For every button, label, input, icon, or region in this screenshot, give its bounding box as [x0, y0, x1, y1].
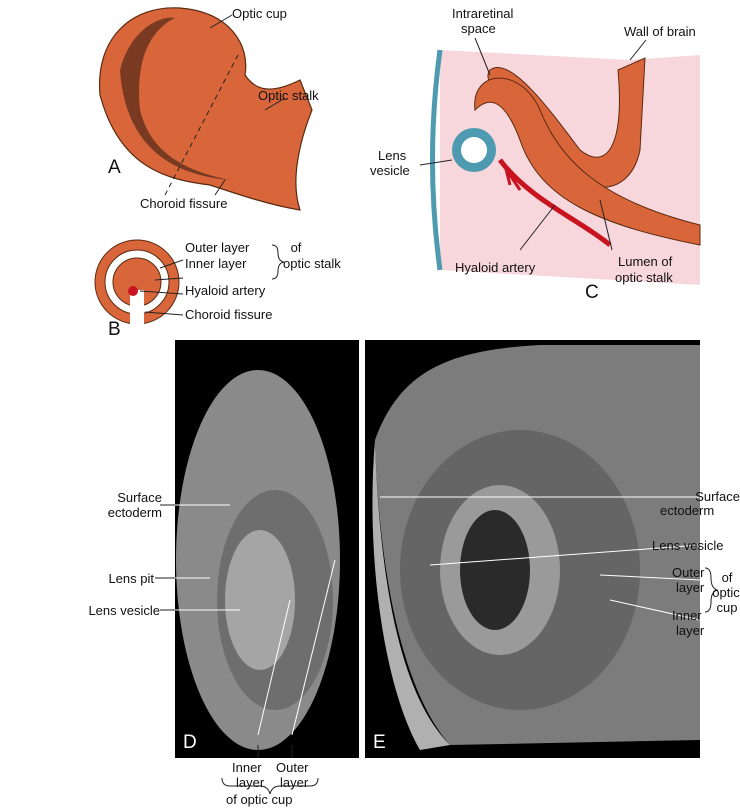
panel-label-e: E: [373, 732, 386, 753]
label-outer-d-1: Outer: [276, 760, 309, 775]
label-inner-e-2: layer: [676, 623, 705, 638]
optic-cup-drawing: [98, 7, 313, 211]
label-lens-pit: Lens pit: [108, 571, 154, 586]
label-of-e-2: optic: [712, 585, 740, 600]
label-inner-e-1: Inner: [672, 608, 702, 623]
label-of-optic-cup-d: of optic cup: [226, 792, 293, 807]
label-of: of: [290, 240, 302, 255]
label-lens-vesicle-e: Lens vesicle: [652, 538, 724, 553]
label-outer-e-1: Outer: [672, 565, 705, 580]
label-outer-d-2: layer: [280, 775, 309, 790]
label-inner-layer-b: Inner layer: [185, 256, 247, 271]
label-outer-e-2: layer: [676, 580, 705, 595]
label-of-e-1: of: [721, 570, 733, 585]
optic-cup-section: [419, 37, 701, 285]
label-inner-d-2: layer: [236, 775, 265, 790]
label-optic-cup: Optic cup: [232, 6, 287, 21]
label-lumen-2: optic stalk: [615, 270, 673, 285]
surface-e-1-text: Surface: [695, 489, 740, 504]
label-of-e-3: cup: [716, 600, 738, 615]
label-optic-stalk: Optic stalk: [258, 88, 319, 103]
label-outer-layer-b: Outer layer: [185, 240, 250, 255]
label-surface-e-2: ectoderm: [660, 503, 715, 518]
label-intraretinal-1: Intraretinal: [452, 6, 514, 21]
label-wall-of-brain: Wall of brain: [624, 24, 696, 39]
photo-leader-lines: [175, 496, 701, 736]
label-lumen-1: Lumen of: [618, 254, 673, 269]
label-surface-d-1: Surface: [117, 490, 162, 505]
label-lens-vesicle-d: Lens vesicle: [88, 603, 160, 618]
label-intraretinal-2: space: [461, 21, 496, 36]
label-hyaloid-artery-b: Hyaloid artery: [185, 283, 266, 298]
label-lens-2: vesicle: [370, 163, 410, 178]
optic-stalk-section: [94, 239, 285, 326]
label-inner-d-1: Inner: [232, 760, 262, 775]
label-choroid-fissure-b: Choroid fissure: [185, 307, 273, 322]
label-lens-1: Lens: [378, 148, 407, 163]
panel-label-b: B: [108, 319, 121, 340]
label-optic-stalk-b: optic stalk: [283, 256, 341, 271]
label-surface-e-1: Surface: [640, 489, 740, 504]
label-choroid-fissure-a: Choroid fissure: [140, 196, 228, 211]
label-surface-d-2: ectoderm: [107, 505, 162, 520]
panel-label-c: C: [585, 282, 599, 303]
label-hyaloid-artery-c: Hyaloid artery: [455, 260, 536, 275]
panel-label-a: A: [108, 157, 121, 178]
panel-label-d: D: [183, 732, 197, 753]
